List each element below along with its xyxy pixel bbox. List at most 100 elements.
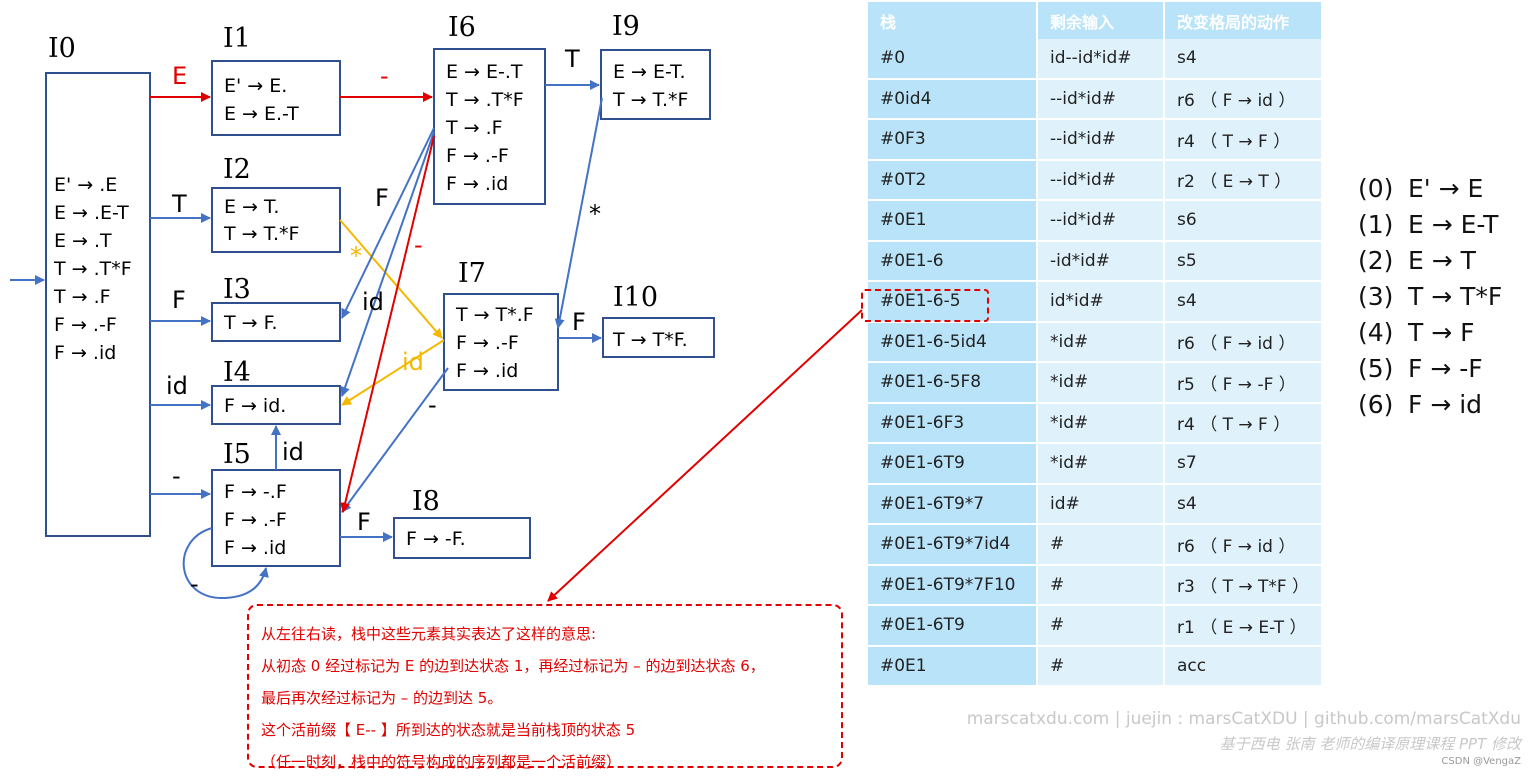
item: F → .-F: [456, 332, 519, 354]
state-label: I0: [48, 33, 76, 64]
state-i0: I0 E' → .E E → .E-T E → .T T → .T*F T → …: [45, 33, 151, 537]
state-i2: I2 E → T. T → T.*F: [211, 154, 341, 253]
table-row: #0E1-6T9#r1 （ E → E-T ）: [868, 606, 1323, 647]
state-i9: I9 E → E-T. T → T.*F: [600, 11, 711, 120]
state-i8: I8 F → -F.: [393, 486, 531, 559]
edge-label-id: id: [402, 348, 424, 376]
grammar-rule: (5)F → -F: [1358, 354, 1502, 390]
item: E → T.: [224, 196, 279, 218]
table-row: #0E1-6T9*id#s7: [868, 444, 1323, 485]
table-row: #0E1-6T9*7F10#r3 （ T → T*F ）: [868, 565, 1323, 606]
action-cell: r6 （ F → id ）: [1165, 525, 1323, 566]
input-cell: #: [1038, 565, 1165, 606]
edge-label-minus: -: [172, 462, 181, 490]
stack-cell: #0E1-6T9*7: [868, 484, 1038, 525]
action-cell: r4 （ T → F ）: [1165, 120, 1323, 161]
rule-text: E → T: [1408, 246, 1476, 275]
state-label: I7: [458, 258, 486, 289]
item: E' → E.: [224, 75, 287, 97]
table-row: #0E1-6-5F8*id#r5 （ F → -F ）: [868, 363, 1323, 404]
input-cell: id#: [1038, 484, 1165, 525]
table-row: #0E1-6-5id4*id#r6 （ F → id ）: [868, 322, 1323, 363]
edge-label-minus: -: [428, 391, 437, 419]
rule-text: F → id: [1408, 390, 1483, 419]
state-i1: I1 E' → E. E → E.-T: [211, 23, 341, 136]
watermark-line: 基于西电 张南 老师的编译原理课程 PPT 修改: [1219, 735, 1521, 753]
item: T → .F: [53, 286, 111, 308]
stack-cell: #0E1-6-5id4: [868, 322, 1038, 363]
state-i5: I5 F → -.F F → .-F F → .id: [211, 439, 341, 567]
item: T → .T*F: [445, 89, 524, 111]
action-cell: s5: [1165, 241, 1323, 282]
highlight-box: [861, 289, 989, 322]
item: E → E-.T: [446, 61, 523, 83]
state-label: I1: [223, 23, 251, 54]
input-cell: *id#: [1038, 403, 1165, 444]
grammar-rule: (1) E → E-T: [1358, 210, 1502, 246]
input-cell: id*id#: [1038, 282, 1165, 323]
edge-label-minus: -: [414, 231, 423, 259]
table-row: #0E1-6T9*7id4#r6 （ F → id ）: [868, 525, 1323, 566]
watermark-line: CSDN @VengaZ: [1441, 756, 1521, 767]
state-i6: I6 E → E-.T T → .T*F T → .F F → .-F F → …: [433, 12, 546, 205]
action-cell: acc: [1165, 646, 1323, 687]
table-row: #0id4--id*id#r6 （ F → id ）: [868, 79, 1323, 120]
stack-cell: #0F3: [868, 120, 1038, 161]
edge-label-f: F: [172, 286, 186, 314]
edge-i7-i4: [341, 339, 445, 406]
input-cell: *id#: [1038, 322, 1165, 363]
rule-text: E' → E: [1408, 174, 1484, 203]
item: F → -.F: [224, 481, 287, 503]
stack-cell: #0T2: [868, 160, 1038, 201]
edge-label-id: id: [362, 288, 384, 316]
input-cell: --id*id#: [1038, 160, 1165, 201]
rule-number: (1): [1358, 210, 1394, 239]
state-i3: I3 T → F.: [211, 274, 341, 342]
rule-text: E → E-T: [1408, 210, 1499, 239]
pointer-arrow: [547, 309, 863, 602]
state-label: I4: [223, 357, 251, 388]
state-i4: I4 F → id.: [211, 357, 341, 425]
edge-label-t: T: [564, 45, 580, 73]
edge-i6-i5: [340, 135, 435, 513]
item: F → .id: [446, 173, 508, 195]
state-label: I8: [412, 486, 440, 517]
rule-number: (3): [1358, 282, 1394, 311]
action-cell: r1 （ E → E-T ）: [1165, 606, 1323, 647]
action-cell: s7: [1165, 444, 1323, 485]
item: E → E.-T: [224, 103, 299, 125]
action-cell: s6: [1165, 201, 1323, 242]
rule-number: (5): [1358, 354, 1394, 383]
item: E → .E-T: [54, 202, 129, 224]
edge-label-id: id: [282, 438, 304, 466]
action-cell: s4: [1165, 39, 1323, 80]
action-cell: r6 （ F → id ）: [1165, 322, 1323, 363]
state-label: I6: [448, 12, 476, 43]
stack-cell: #0E1-6F3: [868, 403, 1038, 444]
edge-label-e: E: [172, 62, 187, 90]
item: T → T.*F: [612, 89, 688, 111]
stack-cell: #0E1-6-5F8: [868, 363, 1038, 404]
stack-cell: #0E1-6T9: [868, 606, 1038, 647]
item: E → E-T.: [613, 61, 686, 83]
column-header-stack: 栈: [868, 2, 1038, 39]
input-cell: #: [1038, 646, 1165, 687]
action-cell: r5 （ F → -F ）: [1165, 363, 1323, 404]
edge-i2-i7: [339, 219, 443, 339]
edge-i6-i3: [341, 127, 435, 319]
edge-label-star: *: [589, 200, 601, 228]
action-cell: s4: [1165, 484, 1323, 525]
stack-cell: #0E1-6: [868, 241, 1038, 282]
edge-label-f: F: [572, 308, 586, 336]
item: F → .-F: [224, 509, 287, 531]
input-cell: --id*id#: [1038, 120, 1165, 161]
note-line: 从左往右读，栈中这些元素其实表达了这样的意思:: [261, 625, 597, 643]
edge-label-minus: -: [380, 62, 389, 90]
edge-i6-i4: [340, 131, 435, 397]
